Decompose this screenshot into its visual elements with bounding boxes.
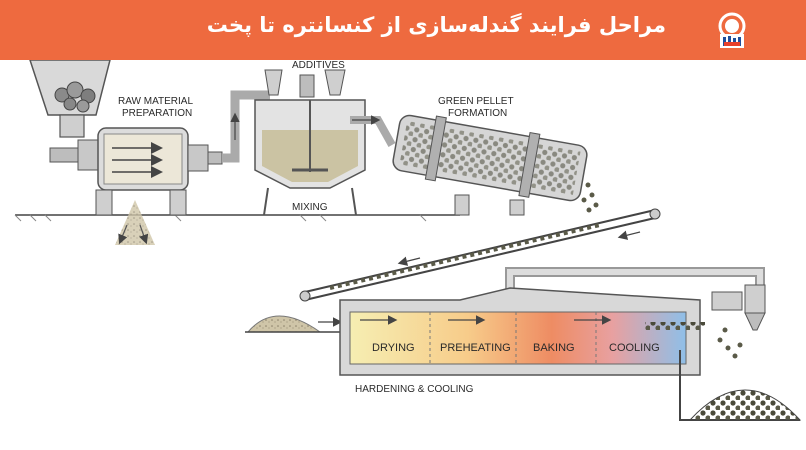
pelletizing-diagram: RAW MATERIAL PREPARATION ADDITIVES MIXIN…	[14, 60, 802, 421]
feed-pile	[246, 315, 322, 333]
discharge-chute	[711, 284, 766, 331]
ball-mill	[49, 127, 223, 216]
zone-cooling-label: COOLING	[609, 342, 660, 354]
ground-top	[14, 214, 460, 222]
green-pellet-label-1: GREEN PELLET	[438, 96, 514, 107]
raw-material-hopper	[29, 60, 111, 138]
zone-preheating-label: PREHEATING	[440, 342, 511, 354]
green-pellet-label-2: FORMATION	[448, 108, 507, 119]
page-title: مراحل فرایند گندله‌سازی از کنسانتره تا پ…	[206, 13, 666, 37]
company-logo-icon	[718, 12, 746, 48]
mixing-tank	[254, 69, 366, 216]
falling-pellets	[581, 182, 599, 213]
pelletizing-drum	[392, 114, 588, 216]
ground-material-pile	[115, 200, 155, 245]
hardening-furnace	[339, 287, 705, 376]
zone-drying-label: DRYING	[372, 342, 415, 354]
mixing-label: MIXING	[292, 202, 328, 213]
hardening-cooling-label: HARDENING & COOLING	[355, 384, 474, 395]
additives-label: ADDITIVES	[292, 60, 345, 71]
inclined-conveyor	[299, 208, 661, 302]
zone-baking-label: BAKING	[533, 342, 575, 354]
raw-material-label-1: RAW MATERIAL	[118, 96, 193, 107]
header-bar: مراحل فرایند گندله‌سازی از کنسانتره تا پ…	[0, 0, 806, 60]
output-pit	[679, 350, 802, 421]
falling-pellets-output	[717, 327, 743, 359]
raw-material-label-2: PREPARATION	[122, 108, 192, 119]
